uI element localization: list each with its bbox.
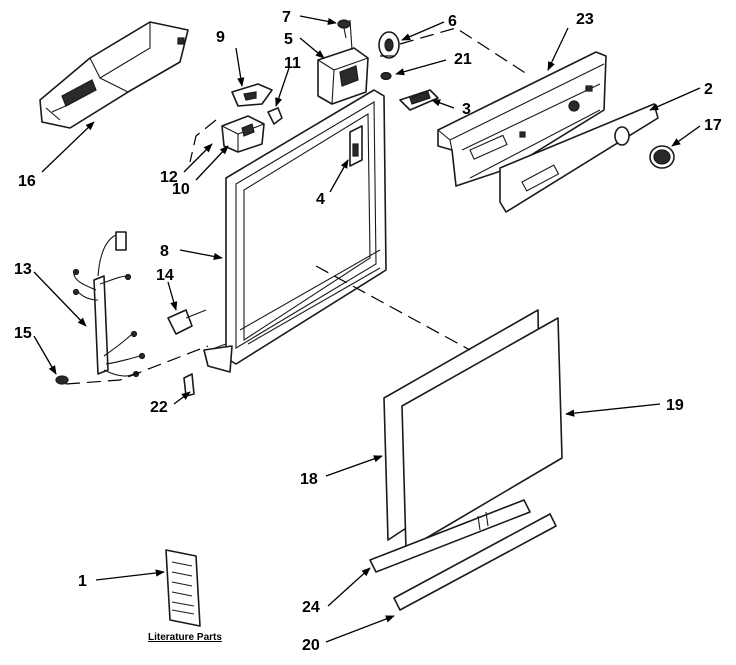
literature-parts-caption: Literature Parts	[148, 632, 222, 643]
callout-2: 2	[704, 81, 713, 98]
part-door-switch	[167, 309, 207, 335]
callout-8: 8	[160, 243, 169, 260]
callout-15: 15	[14, 325, 32, 342]
callout-17: 17	[704, 117, 722, 134]
part-literature-card	[165, 549, 201, 627]
callout-21: 21	[454, 51, 472, 68]
callout-4: 4	[316, 191, 325, 208]
part-vent-housing	[39, 21, 189, 129]
callout-3: 3	[462, 101, 471, 118]
callout-13: 13	[14, 261, 32, 278]
part-wire-harness	[72, 231, 146, 378]
callout-labels: 16 9 11 12 10 5 7 6 21 3 23 2 17 4 8 13 …	[14, 9, 722, 654]
leader-lines	[33, 15, 701, 643]
part-panel-overlay	[499, 103, 659, 213]
callout-24: 24	[302, 599, 320, 616]
callout-19: 19	[666, 397, 684, 414]
part-screw-7	[337, 19, 351, 39]
callout-22: 22	[150, 399, 168, 416]
callout-7: 7	[282, 9, 291, 26]
callout-9: 9	[216, 29, 225, 46]
callout-12: 12	[160, 169, 178, 186]
callout-6: 6	[448, 13, 457, 30]
part-trim-strip-20	[393, 513, 557, 611]
part-door-frame	[203, 89, 387, 373]
part-latch-assembly	[317, 19, 369, 105]
callout-16: 16	[18, 173, 36, 190]
callout-11: 11	[284, 55, 301, 72]
part-knob	[649, 145, 675, 169]
part-clip	[267, 107, 283, 125]
part-handle-insert	[349, 125, 363, 167]
callout-5: 5	[284, 31, 293, 48]
part-trim-strip-24	[369, 499, 531, 573]
callout-20: 20	[302, 637, 320, 654]
part-cap-6	[378, 31, 400, 59]
part-screw-15	[55, 375, 69, 385]
callout-23: 23	[576, 11, 594, 28]
assembly-lines	[65, 27, 531, 385]
part-hinge-bracket	[231, 83, 273, 107]
callout-1: 1	[78, 573, 87, 590]
part-clip-22	[183, 373, 195, 397]
part-control-panel	[437, 51, 607, 187]
part-latch-block	[221, 115, 265, 153]
part-screw-21	[380, 71, 392, 81]
callout-14: 14	[156, 267, 174, 284]
part-switch	[399, 89, 439, 111]
callout-18: 18	[300, 471, 318, 488]
callout-10: 10	[172, 181, 190, 198]
part-door-panel	[401, 317, 563, 551]
